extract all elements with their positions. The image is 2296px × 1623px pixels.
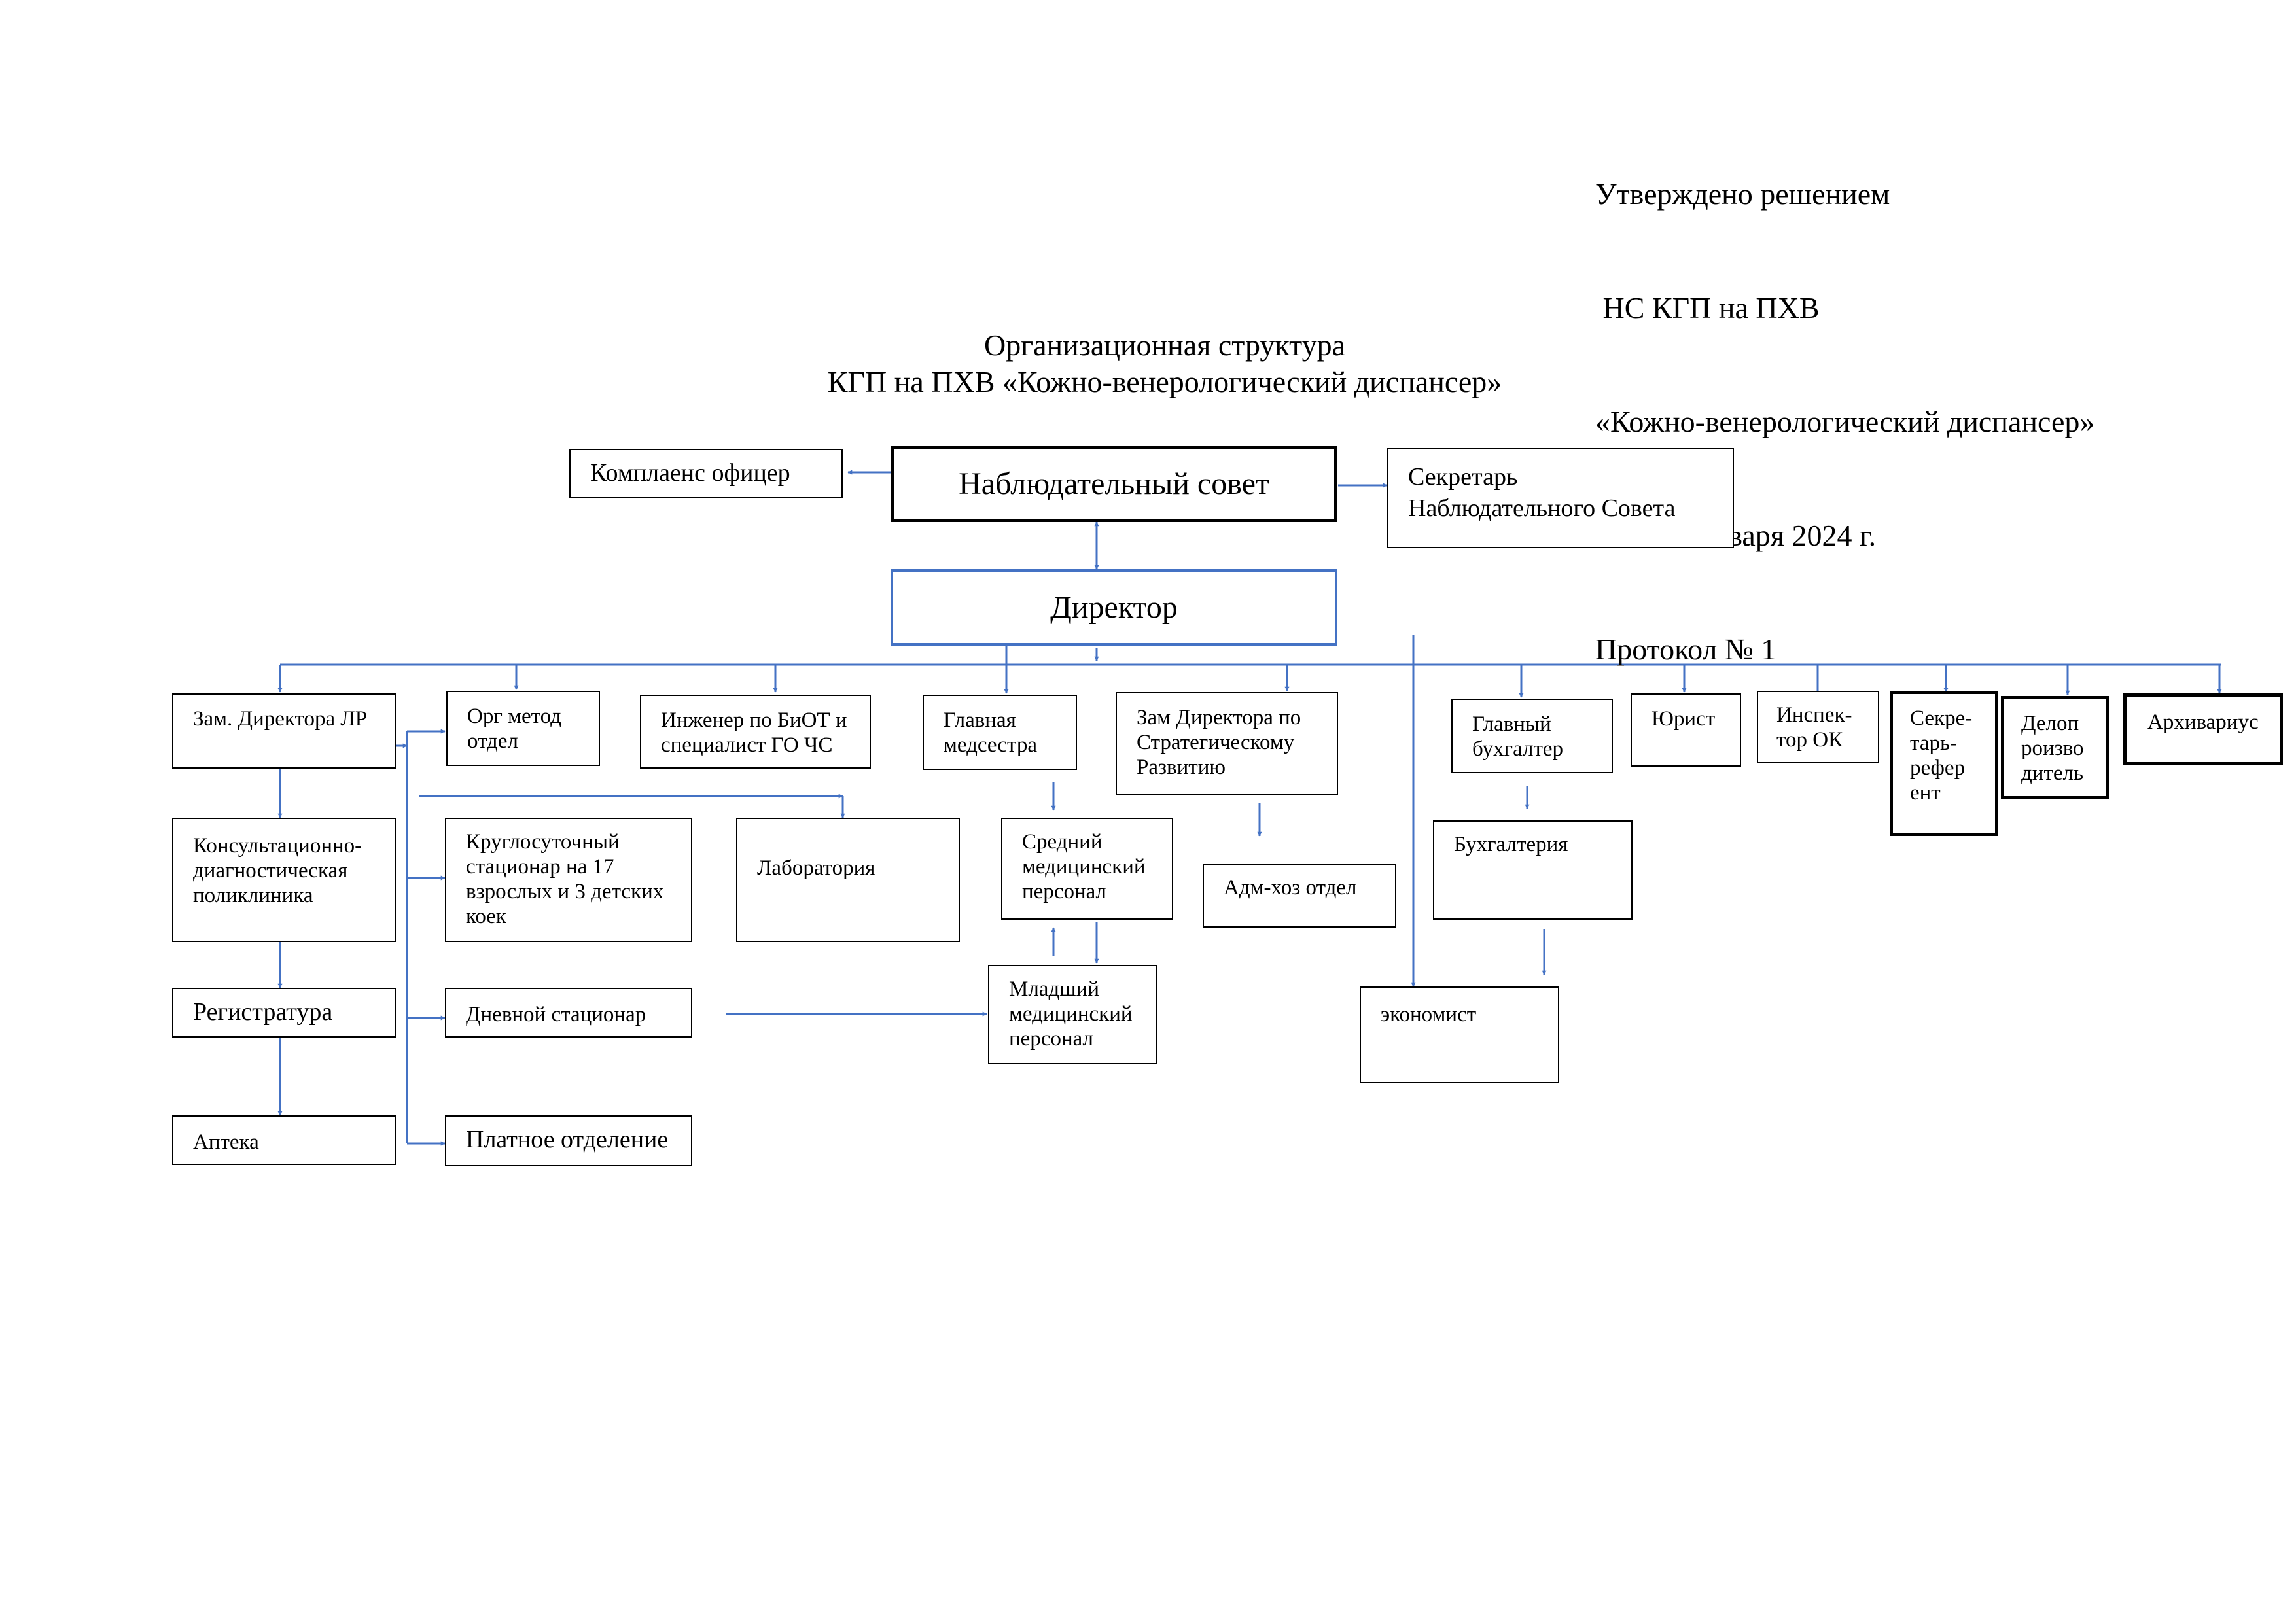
node-archivist: Архивариус (2123, 693, 2283, 765)
page-title: Организационная структура КГП на ПХВ «Ко… (0, 327, 2296, 400)
node-head-nurse: Главная медсестра (923, 695, 1077, 770)
node-chief-accountant: Главный бухгалтер (1451, 699, 1613, 773)
node-economist: экономист (1360, 986, 1559, 1083)
node-board-secretary: Секретарь Наблюдательного Совета (1387, 448, 1734, 548)
title-line-2: КГП на ПХВ «Кожно-венерологический диспа… (827, 365, 1502, 398)
node-engineer: Инженер по БиОТ и специалист ГО ЧС (640, 695, 871, 769)
approval-line: Утверждено решением (1595, 177, 1890, 211)
node-supervisory-board: Наблюдательный совет (891, 446, 1337, 522)
approval-stamp: Утверждено решением НС КГП на ПХВ «Кожно… (1595, 99, 2094, 707)
node-paid-dept: Платное отделение (445, 1115, 692, 1166)
node-day-hospital: Дневной стационар (445, 988, 692, 1038)
node-mid-staff: Средний медицинский персонал (1001, 818, 1173, 920)
approval-line: НС КГП на ПХВ (1595, 291, 1820, 324)
node-deputy-strategy: Зам Директора по Стратегическому Развити… (1116, 692, 1338, 795)
node-registry: Регистратура (172, 988, 396, 1038)
node-hr-inspector: Инспек- тор ОК (1757, 691, 1879, 763)
node-polyclinic: Консультационно- диагностическая поликли… (172, 818, 396, 942)
node-clerk: Делоп роизво дитель (2001, 696, 2109, 799)
node-admin-dept: Адм-хоз отдел (1203, 864, 1396, 928)
node-pharmacy: Аптека (172, 1115, 396, 1165)
node-round-clock-hospital: Круглосуточный стационар на 17 взрослых … (445, 818, 692, 942)
node-laboratory: Лаборатория (736, 818, 960, 942)
node-junior-staff: Младший медицинский персонал (988, 965, 1157, 1064)
node-secretary-referent: Секре- тарь- рефер ент (1890, 691, 1998, 836)
approval-line: «Кожно-венерологический диспансер» (1595, 405, 2095, 438)
node-org-method: Орг метод отдел (446, 691, 600, 766)
node-director: Директор (891, 569, 1337, 646)
title-line-1: Организационная структура (984, 328, 1345, 362)
node-lawyer: Юрист (1631, 693, 1741, 767)
node-deputy-lr: Зам. Директора ЛР (172, 693, 396, 769)
approval-line: Протокол № 1 (1595, 633, 1776, 666)
node-accounting: Бухгалтерия (1433, 820, 1633, 920)
node-compliance: Комплаенс офицер (569, 449, 843, 498)
